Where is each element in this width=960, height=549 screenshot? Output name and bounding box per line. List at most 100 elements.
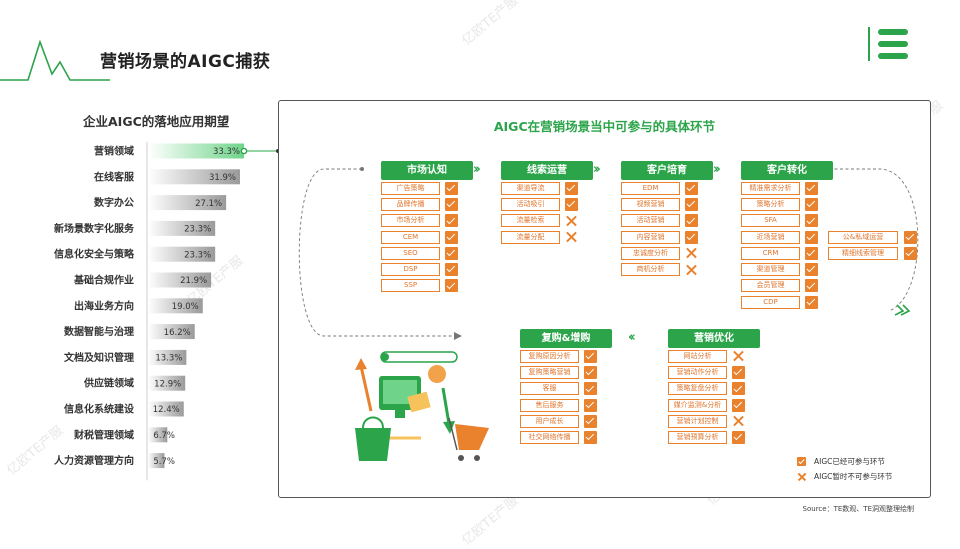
category-label: 数字办公 [94, 196, 134, 209]
item-label: CRM [741, 246, 800, 260]
check-icon [805, 263, 818, 277]
bar [148, 246, 216, 262]
category-label: 供应链领域 [83, 377, 134, 390]
cross-icon [797, 472, 806, 481]
chevron-right-icon: ›› [593, 162, 601, 177]
value-label: 23.3% [184, 250, 211, 260]
value-label: 31.9% [209, 173, 236, 183]
check-icon [904, 230, 917, 244]
bar [148, 375, 186, 391]
value-label: 13.3% [155, 354, 182, 364]
list-item: 复购原因分析 [520, 349, 612, 365]
list-item: 渠道导流 [501, 181, 593, 197]
bar [148, 272, 212, 288]
item-label: 售后服务 [520, 398, 579, 412]
check-icon [685, 181, 698, 195]
check-icon [732, 398, 745, 412]
check-icon [584, 349, 597, 363]
list-item: 社交网络传播 [520, 430, 612, 446]
check-icon [445, 197, 458, 211]
bar [148, 427, 168, 443]
item-label: 活动营销 [621, 214, 680, 228]
item-label: 市场分析 [381, 214, 440, 228]
category-label: 基础合规作业 [73, 274, 134, 287]
check-icon [685, 230, 698, 244]
check-icon [445, 230, 458, 244]
list-item: 用户成长 [520, 414, 612, 430]
bar [148, 349, 187, 365]
list-item: 渠道管理 [741, 262, 833, 278]
item-label: 公&私域运营 [828, 230, 898, 244]
list-item: CRM [741, 246, 833, 262]
cross-icon [732, 415, 745, 428]
check-icon [805, 214, 818, 228]
item-label: CDP [741, 295, 800, 309]
check-icon [584, 398, 597, 412]
check-icon [805, 197, 818, 211]
item-label: 复购策略营销 [520, 365, 579, 379]
cross-icon [685, 247, 698, 260]
chart-title: 企业AIGC的落地应用期望 [83, 114, 230, 129]
check-icon [565, 181, 578, 195]
list-item: 忠诚度分析 [621, 246, 713, 262]
bar [148, 143, 244, 159]
item-label: 渠道管理 [741, 263, 800, 277]
check-icon [584, 414, 597, 428]
item-label: 视频营销 [621, 197, 680, 211]
list-item: 售后服务 [520, 398, 612, 414]
check-icon [805, 295, 818, 309]
list-item: 复购策略营销 [520, 365, 612, 381]
check-icon [685, 197, 698, 211]
value-label: 6.7% [153, 431, 175, 441]
value-label: 33.3% [213, 147, 240, 157]
shopping-illustration-icon [355, 351, 489, 461]
list-item: 活动营销 [621, 213, 713, 229]
check-icon [445, 279, 458, 293]
item-label: 复购原因分析 [520, 349, 579, 363]
check-icon [584, 382, 597, 396]
stage: 复购&增购复购原因分析复购策略营销客服售后服务用户成长社交网络传播 [520, 329, 612, 446]
list-item: 流量检索 [501, 213, 593, 229]
panel-title: AIGC在营销场景当中可参与的具体环节 [493, 119, 716, 134]
bar [148, 169, 240, 185]
check-icon [732, 382, 745, 396]
list-item: 精准需求分析 [741, 181, 833, 197]
cross-icon [685, 263, 698, 276]
list-item: SFA [741, 213, 833, 229]
category-label: 信息化系统建设 [64, 403, 134, 416]
item-label: 品牌传播 [381, 197, 440, 211]
item-label: 内容营销 [621, 230, 680, 244]
category-label: 在线客服 [94, 170, 135, 183]
highlight-marker [240, 147, 248, 155]
stage-header: 客户转化 [741, 161, 833, 180]
check-icon [732, 365, 745, 379]
item-label: 流量检索 [501, 214, 560, 228]
check-icon [584, 431, 597, 445]
item-label: 用户成长 [520, 414, 579, 428]
value-label: 23.3% [184, 225, 211, 235]
list-item: SEO [381, 246, 473, 262]
value-label: 21.9% [180, 276, 207, 286]
list-item: 内容营销 [621, 230, 713, 246]
item-label: 商机分析 [621, 263, 680, 277]
item-label: 营销动作分析 [668, 365, 727, 379]
list-item: 营销预算分析 [668, 430, 760, 446]
cross-icon [732, 350, 745, 363]
value-label: 12.9% [154, 379, 181, 389]
item-label: 营销预算分析 [668, 431, 727, 445]
list-item: 广告策略 [381, 181, 473, 197]
item-label: 精细线索管理 [828, 246, 898, 260]
item-label: 近场营销 [741, 230, 800, 244]
item-label: 流量分配 [501, 230, 560, 244]
list-item: 营销动作分析 [668, 365, 760, 381]
item-label: 客服 [520, 382, 579, 396]
stage-header: 营销优化 [668, 329, 760, 348]
source-note: Source：TE数观、TE洞观整理绘制 [802, 505, 914, 513]
list-item: 公&私域运营 [828, 230, 918, 246]
check-icon [565, 197, 578, 211]
stage-header: 线索运营 [501, 161, 593, 180]
list-item: EDM [621, 181, 713, 197]
list-item: 客服 [520, 381, 612, 397]
